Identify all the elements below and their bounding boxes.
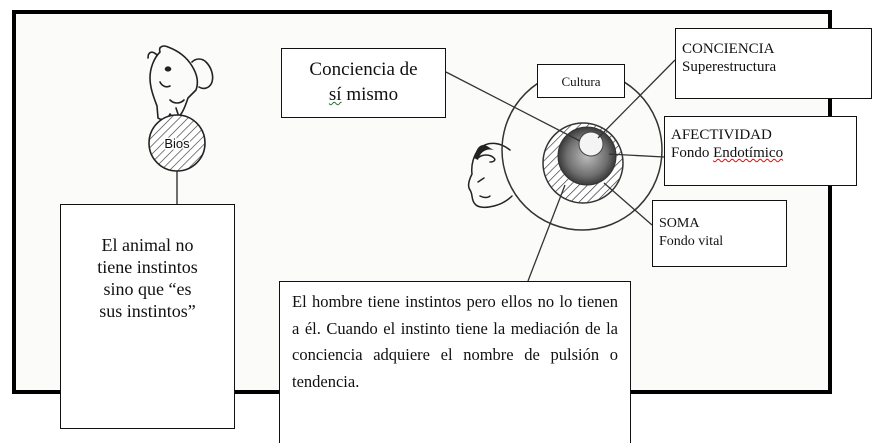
- bios-circle: Bios: [148, 114, 206, 172]
- conciencia-title: CONCIENCIA: [682, 41, 775, 57]
- bios-label: Bios: [164, 136, 190, 151]
- conciencia-subtitle: Superestructura: [682, 59, 777, 75]
- soma-title: SOMA: [659, 216, 700, 231]
- conciencia-de-si-mismo-box: Conciencia de sí mismo: [281, 48, 446, 118]
- afectividad-subtitle: Fondo Endotímico: [671, 145, 784, 161]
- animal-caption-box: El animal no tiene instintos sino que “e…: [60, 204, 235, 429]
- soma-subtitle: Fondo vital: [659, 234, 724, 249]
- conciencia-box: CONCIENCIA Superestructura: [675, 28, 872, 99]
- animal-caption-line: El animal no: [101, 235, 194, 255]
- cultura-box: Cultura: [537, 64, 625, 98]
- animal-caption-line: tiene instintos: [97, 257, 198, 277]
- afectividad-title: AFECTIVIDAD: [671, 127, 772, 143]
- animal-caption-line: sus instintos”: [99, 301, 196, 321]
- cultura-label: Cultura: [561, 74, 601, 89]
- dog-head-icon: [147, 45, 214, 121]
- animal-caption-line: sino que “es: [103, 279, 192, 299]
- hombre-caption-box: El hombre tiene instintos pero ellos no …: [279, 281, 631, 443]
- soma-box: SOMA Fondo vital: [652, 200, 787, 267]
- conciencia-circle: [578, 131, 604, 157]
- conciencia-de-si-mismo-line1: Conciencia de: [309, 59, 418, 80]
- hombre-caption-text: El hombre tiene instintos pero ellos no …: [292, 292, 618, 391]
- conciencia-de-si-mismo-line2: sí mismo: [328, 84, 399, 105]
- afectividad-box: AFECTIVIDAD Fondo Endotímico: [664, 116, 857, 186]
